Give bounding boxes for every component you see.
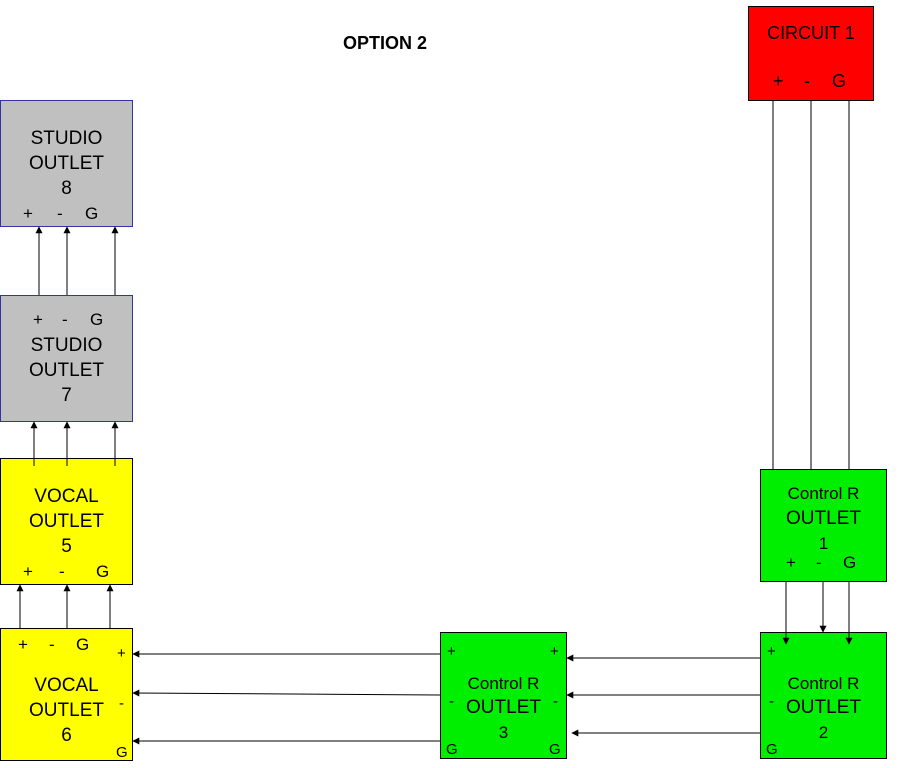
control-r-outlet-1-terminal-minus: - [816,553,822,572]
vocal-outlet-5-name-line-1: VOCAL [34,486,99,507]
circuit-1-terminal-plus: + [773,71,784,91]
control-r-outlet-1-name-line-3: 1 [818,534,829,553]
control-r-outlet-1-terminal-ground: G [843,553,857,572]
control-r-outlet-3-right-terminal-minus: - [553,693,558,710]
control-r-outlet-2-name-line-1: Control R [787,674,860,693]
control-r-outlet-2-name-line-2: OUTLET [786,697,861,718]
control-r-outlet-1-terminal-plus: + [786,553,796,572]
vocal-outlet-6-side-terminal-ground: G [116,744,128,761]
studio-outlet-8-name-line-1: STUDIO [30,128,103,149]
vocal-outlet-6-side-terminal-minus: - [119,695,124,712]
circuit-1-box: CIRCUIT 1 + - G [748,6,874,101]
control-r-outlet-3-right-terminal-plus: + [550,643,559,660]
control-r-outlet-1-name-line-2: OUTLET [786,508,861,529]
vocal-outlet-5-name-line-2: OUTLET [29,511,104,532]
vocal-outlet-6-name-line-3: 6 [61,725,72,746]
studio-outlet-8-name-line-3: 8 [61,178,72,199]
studio-outlet-7-name-line-2: OUTLET [29,360,104,381]
control-r-outlet-2-side-terminal-minus: - [769,693,774,710]
vocal-outlet-5-box: VOCAL OUTLET 5 + - G [0,458,133,585]
circuit-1-name: CIRCUIT 1 [767,23,855,43]
studio-outlet-8-terminal-ground: G [85,204,99,223]
vocal-outlet-6-name-line-1: VOCAL [34,675,99,696]
control-r-outlet-1-box: Control R OUTLET 1 + - G [760,469,887,582]
studio-outlet-7-box: + - G STUDIO OUTLET 7 [0,295,133,422]
vocal-outlet-5-terminal-plus: + [23,562,33,581]
control-r-outlet-3-left-terminal-ground: G [446,741,458,758]
control-r-outlet-3-name-line-3: 3 [498,723,509,742]
control-r-outlet-3-left-terminal-minus: - [449,693,454,710]
vocal-outlet-6-name-line-2: OUTLET [29,700,104,721]
vocal-outlet-5-name-line-3: 5 [61,536,72,557]
studio-outlet-7-name-line-1: STUDIO [30,335,103,356]
control-r-outlet-3-left-terminal-plus: + [447,643,456,660]
vocal-outlet-6-box: + - G + - G VOCAL OUTLET 6 [0,628,133,761]
control-r-outlet-2-side-terminal-plus: + [767,643,776,660]
circuit-1-terminal-minus: - [804,71,810,91]
control-r-outlet-3-right-terminal-ground: G [549,741,561,758]
studio-outlet-8-name-line-2: OUTLET [29,153,104,174]
vocal-outlet-5-terminal-ground: G [96,562,110,581]
diagram-title: OPTION 2 [343,33,428,53]
control-r-outlet-1-name-line-1: Control R [787,484,860,503]
vocal-outlet-6-terminal-minus: - [49,635,55,654]
control-r-outlet-2-side-terminal-ground: G [766,741,778,758]
wire-control3-minus-to-vocal6 [132,689,441,697]
studio-outlet-7-name-line-3: 7 [61,385,72,406]
control-r-outlet-2-name-line-3: 2 [818,723,829,742]
studio-outlet-7-terminal-minus: - [62,310,68,329]
studio-outlet-8-terminal-minus: - [57,204,63,223]
vocal-outlet-5-terminal-minus: - [59,562,65,581]
circuit-1-terminal-ground: G [832,71,847,91]
studio-outlet-8-terminal-plus: + [23,204,33,223]
control-r-outlet-3-box: + - G + - G Control R OUTLET 3 [440,632,567,759]
vocal-outlet-6-terminal-plus: + [18,635,28,654]
studio-outlet-7-terminal-ground: G [90,310,104,329]
studio-outlet-7-terminal-plus: + [33,310,43,329]
control-r-outlet-2-box: + - G Control R OUTLET 2 [760,632,887,759]
control-r-outlet-3-name-line-2: OUTLET [466,697,541,718]
vocal-outlet-6-terminal-ground: G [76,635,90,654]
vocal-outlet-6-side-terminal-plus: + [117,645,126,662]
control-r-outlet-3-name-line-1: Control R [467,674,540,693]
